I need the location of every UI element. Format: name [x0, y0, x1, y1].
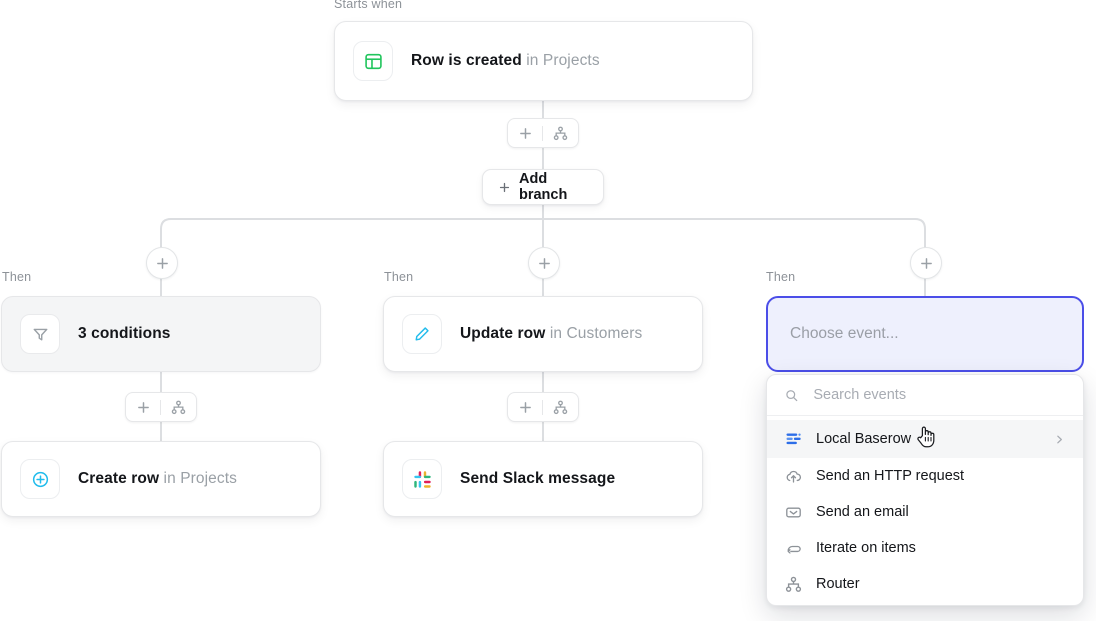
trigger-node-label: Row is created in Projects: [411, 52, 600, 70]
pill-divider: [542, 399, 543, 415]
node-update-row-label: Update row in Customers: [460, 325, 642, 343]
dropdown-item-send-an-http-request[interactable]: Send an HTTP request: [767, 458, 1083, 494]
node-3-conditions-label: 3 conditions: [78, 325, 170, 343]
branch-2-add-node-button[interactable]: [528, 247, 560, 279]
node-send-slack-message[interactable]: Send Slack message: [383, 441, 703, 517]
dropdown-search-row[interactable]: [767, 375, 1083, 416]
choose-event-node[interactable]: Choose event...: [766, 296, 1084, 372]
chevron-right-icon: [1054, 434, 1065, 445]
branch-3-add-node-button[interactable]: [910, 247, 942, 279]
insert-node-plus-button[interactable]: [126, 393, 160, 421]
node-create-row[interactable]: Create row in Projects: [1, 441, 321, 517]
pill-divider: [542, 125, 543, 141]
node-update-row-subtitle: in Customers: [545, 325, 643, 342]
insert-pill-branch-1[interactable]: [125, 392, 197, 422]
insert-router-branch-button[interactable]: [161, 393, 195, 421]
dropdown-item-send-an-email[interactable]: Send an email: [767, 494, 1083, 530]
insert-pill-branch-2[interactable]: [507, 392, 579, 422]
node-create-row-subtitle: in Projects: [159, 470, 237, 487]
node-send-slack-message-title: Send Slack message: [460, 470, 616, 487]
dropdown-item-list: Local Baserow Send an HTTP request: [767, 416, 1083, 605]
stage-label-then-branch-3: Then: [766, 270, 796, 284]
cloud-upload-icon: [786, 470, 801, 483]
dropdown-item-label: Iterate on items: [816, 540, 916, 556]
insert-node-plus-button[interactable]: [508, 393, 542, 421]
dropdown-item-iterate-on-items[interactable]: Iterate on items: [767, 530, 1083, 566]
add-branch-label: Add branch: [518, 171, 568, 203]
router-branch-icon: [785, 576, 802, 592]
insert-router-branch-button[interactable]: [543, 393, 577, 421]
add-branch-button[interactable]: Add branch: [482, 169, 604, 205]
baserow-table-icon: [353, 41, 393, 81]
baserow-logo-icon: [786, 432, 801, 444]
insert-pill-trigger[interactable]: [507, 118, 579, 148]
pencil-edit-icon: [402, 314, 442, 354]
insert-router-branch-button[interactable]: [543, 119, 577, 147]
event-picker-dropdown[interactable]: Local Baserow Send an HTTP request: [766, 374, 1084, 606]
node-create-row-label: Create row in Projects: [78, 470, 237, 488]
stage-label-then-branch-2: Then: [384, 270, 414, 284]
trigger-node-subtitle: in Projects: [521, 52, 600, 69]
filter-funnel-icon: [20, 314, 60, 354]
node-update-row[interactable]: Update row in Customers: [383, 296, 703, 372]
dropdown-item-local-baserow[interactable]: Local Baserow: [767, 420, 1083, 458]
slack-icon: [402, 459, 442, 499]
plus-circle-icon: [20, 459, 60, 499]
pill-divider: [160, 399, 161, 415]
envelope-icon: [786, 506, 801, 518]
node-create-row-title: Create row: [78, 470, 160, 487]
node-send-slack-message-label: Send Slack message: [460, 470, 615, 488]
insert-node-plus-button[interactable]: [508, 119, 542, 147]
dropdown-item-label: Send an HTTP request: [816, 468, 965, 484]
node-3-conditions-title: 3 conditions: [78, 325, 171, 342]
trigger-node-title: Row is created: [411, 52, 522, 69]
stage-label-starts-when: Starts when: [334, 0, 403, 11]
trigger-node-row-is-created[interactable]: Row is created in Projects: [334, 21, 753, 101]
search-icon: [786, 389, 798, 401]
dropdown-item-label: Local Baserow: [816, 431, 912, 447]
branch-1-add-node-button[interactable]: [146, 247, 178, 279]
node-update-row-title: Update row: [460, 325, 546, 342]
stage-label-then-branch-1: Then: [2, 270, 32, 284]
loop-arrow-icon: [787, 545, 801, 554]
choose-event-placeholder: Choose event...: [790, 325, 899, 342]
dropdown-item-router[interactable]: Router: [767, 566, 1083, 602]
node-3-conditions[interactable]: 3 conditions: [1, 296, 321, 372]
dropdown-item-label: Router: [816, 576, 860, 592]
search-input[interactable]: [811, 386, 1065, 404]
dropdown-item-label: Send an email: [816, 504, 909, 520]
plus-icon: [499, 182, 510, 192]
